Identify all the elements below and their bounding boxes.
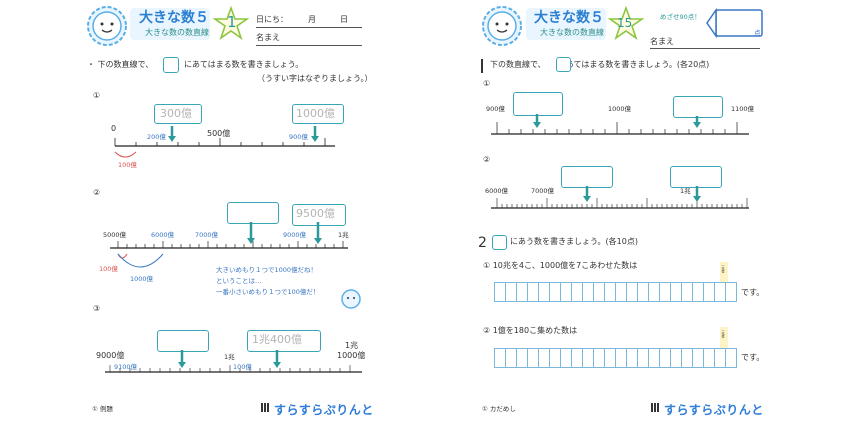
r-q1-tick-1100: 1100億 <box>731 105 755 113</box>
instruction-box-icon <box>556 57 571 72</box>
footer-label: ① 例題 <box>92 405 113 413</box>
instruction-text: 下の数直線で、 にあてはまる数を書きましょう。(各20点) <box>490 60 710 69</box>
q2-answer-box-1[interactable] <box>227 202 279 224</box>
q3-answer-2: 1兆400億 <box>252 333 302 346</box>
instruction-text-2: にあてはまる数を書きましょう。 <box>184 60 304 69</box>
instruction-box-icon <box>163 57 179 73</box>
problem-2-desu: です。 <box>741 353 765 362</box>
left-worksheet: 大きな数５ 大きな数の数直線 1 日にち： 月 日 名まえ ・ 下の数直線で、 … <box>0 0 420 425</box>
unit-label-2 <box>720 327 728 349</box>
hint-line-2: ということは… <box>216 277 262 285</box>
r-q1-tick-900: 900億 <box>486 105 505 113</box>
q2-number: ② <box>93 188 101 197</box>
qr-code-icon <box>651 403 660 412</box>
section-2-number: 2 <box>478 235 487 251</box>
problem-2-answer-grid[interactable] <box>494 348 737 368</box>
right-worksheet: 大きな数５ 大きな数の数直線 15 めざせ90点！ 点 名まえ 下の数直線で、 … <box>428 0 848 425</box>
r-q1-tick-1000: 1000億 <box>608 105 632 113</box>
q3-tick-1cho-mid: 1兆 <box>224 353 235 361</box>
date-underline <box>256 27 362 28</box>
q1-number-line <box>114 126 335 158</box>
clock-icon <box>482 6 522 46</box>
q1-tick-zero: 0 <box>111 124 117 133</box>
star-icon <box>608 6 644 41</box>
r-q2-answer-box-1[interactable] <box>561 166 613 188</box>
name-label: 名まえ <box>650 37 674 46</box>
r-q2-tick-1cho: 1兆 <box>680 187 691 195</box>
page-number: 15 <box>617 16 633 30</box>
problem-1-answer-grid[interactable] <box>494 282 737 302</box>
q1-answer-1: 300億 <box>160 107 192 120</box>
q2-tick-1cho: 1兆 <box>338 231 349 239</box>
q2-tick-1000: 1000億 <box>130 275 154 283</box>
name-underline <box>650 48 760 49</box>
q3-number-line <box>105 350 362 373</box>
hint-line-3: 一番小さいめもり１つで100億だ！ <box>216 288 320 296</box>
goal-label: めざせ90点！ <box>660 13 701 21</box>
q2-answer-2: 9500億 <box>296 207 335 220</box>
q1-number: ① <box>93 91 101 100</box>
r-q2-tick-6000: 6000億 <box>485 187 509 195</box>
instruction-text: ・ 下の数直線で、 <box>87 60 154 69</box>
r-q2-tick-7000: 7000億 <box>531 187 555 195</box>
section-1-bar <box>481 59 483 73</box>
problem-2-text: ② 1億を180こ集めた数は <box>483 326 578 335</box>
r-q1-number-line <box>491 114 749 135</box>
hint-line-1: 大きいめもり１つで1000億だね！ <box>216 266 318 274</box>
q3-tick-100: 100億 <box>233 363 252 371</box>
problem-1-text: ① 10兆を4こ、1000億を7こあわせた数は <box>483 261 638 270</box>
q1-tick-500: 500億 <box>207 129 231 138</box>
unit-label-1 <box>720 262 728 284</box>
r-q2-number: ② <box>483 155 491 164</box>
clock-mascot-icon <box>341 289 361 309</box>
q3-tick-9100: 9100億 <box>114 363 138 371</box>
q1-answer-box-1[interactable] <box>154 104 202 124</box>
score-unit: 点 <box>754 29 761 37</box>
worksheet-subtitle: 大きな数の数直線 <box>540 28 604 37</box>
section-2-text: にあう数を書きましょう。(各10点) <box>510 237 638 246</box>
date-label: 日にち： 月 日 <box>256 15 348 24</box>
unit-label-2-text: 一兆億 <box>721 329 725 338</box>
q1-tick-200: 200億 <box>147 133 166 141</box>
q2-tick-6000: 6000億 <box>151 231 175 239</box>
q1-answer-2: 1000億 <box>296 107 335 120</box>
q1-answer-box-2[interactable] <box>292 104 344 124</box>
brand-logo: すらすらぷりんと <box>664 403 764 417</box>
q3-tick-1cho-right-2: 1000億 <box>337 351 366 360</box>
q2-tick-7000: 7000億 <box>195 231 219 239</box>
qr-code-icon <box>261 403 270 412</box>
clock-icon <box>87 6 127 46</box>
worksheet-subtitle: 大きな数の数直線 <box>145 28 209 37</box>
q2-tick-100: 100億 <box>99 265 118 273</box>
pencil-score-icon <box>706 7 763 39</box>
q3-answer-box-2[interactable] <box>247 330 321 352</box>
star-icon <box>213 6 249 41</box>
section-2-box-icon <box>492 235 507 250</box>
brand-logo: すらすらぷりんと <box>274 403 374 417</box>
q1-tick-900: 900億 <box>289 133 308 141</box>
q3-answer-box-1[interactable] <box>157 330 209 352</box>
problem-1-desu: です。 <box>741 288 765 297</box>
q1-tick-100: 100億 <box>118 161 137 169</box>
q2-tick-9000: 9000億 <box>283 231 307 239</box>
footer-label: ① カだめし <box>482 405 516 413</box>
r-q2-answer-box-2[interactable] <box>670 166 722 188</box>
r-q1-number: ① <box>483 79 491 88</box>
worksheet-title: 大きな数５ <box>534 10 604 26</box>
title-banner <box>526 8 606 40</box>
title-banner <box>130 8 210 40</box>
r-q2-number-line <box>491 186 749 209</box>
q2-tick-5000: 5000億 <box>103 231 127 239</box>
page-number: 1 <box>227 13 237 31</box>
q3-number: ③ <box>93 304 101 313</box>
unit-label-1-text: 一兆億 <box>721 264 725 273</box>
q3-tick-1cho-right-1: 1兆 <box>345 341 359 350</box>
worksheet-title: 大きな数５ <box>139 10 209 26</box>
q2-number-line <box>110 222 348 268</box>
instruction-note: （うすい字はなぞりましょう。） <box>257 74 373 83</box>
name-underline <box>256 45 362 46</box>
q3-tick-9000: 9000億 <box>96 351 125 360</box>
name-label: 名まえ <box>256 33 280 42</box>
